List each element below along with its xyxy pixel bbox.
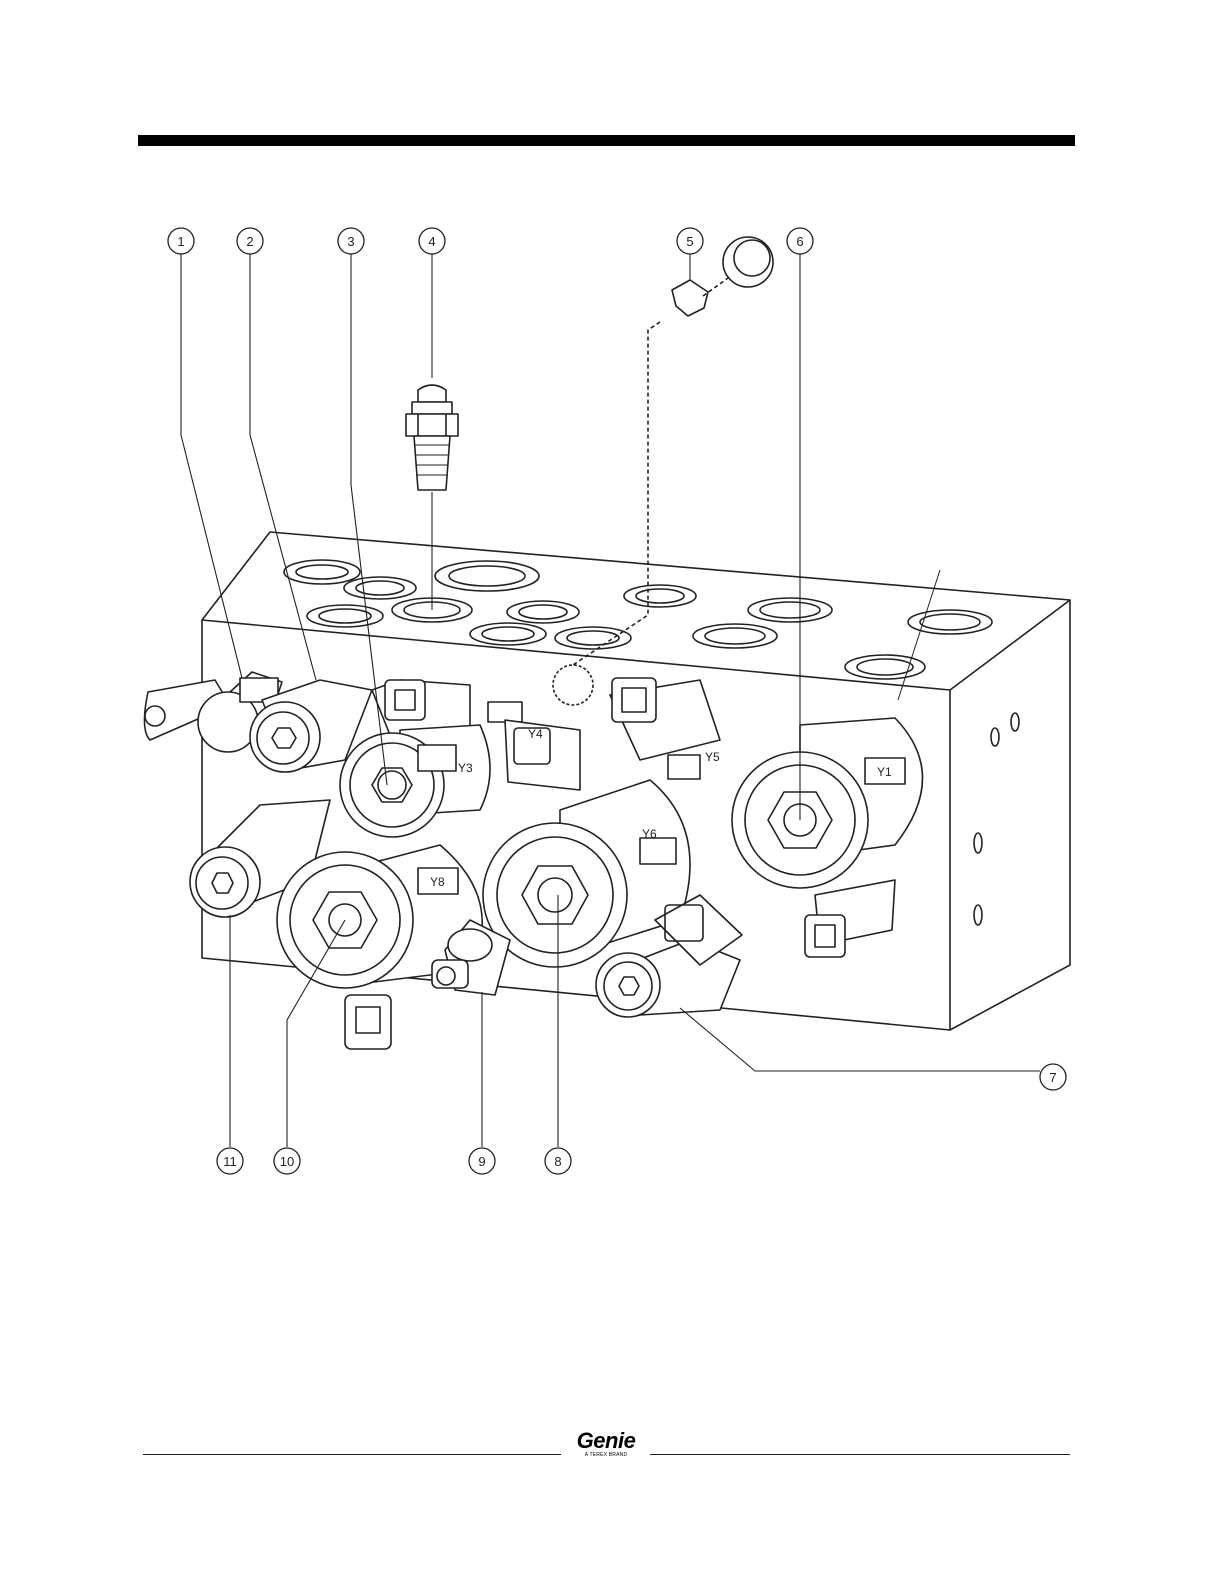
callout-label-11: 11 [223,1154,237,1169]
callout-label-6: 6 [796,234,803,249]
footer-rule-left [143,1454,561,1455]
logo-wordmark: Genie [566,1430,646,1452]
callout-label-1: 1 [177,234,184,249]
fitting-item-4 [406,385,458,490]
callout-label-2: 2 [246,234,253,249]
callout-label-10: 10 [280,1154,294,1169]
callout-label-3: 3 [347,234,354,249]
callout-label-5: 5 [686,234,693,249]
callout-label-8: 8 [554,1154,561,1169]
coil-label-y8: Y8 [430,875,445,889]
coil-label-y6: Y6 [642,827,657,841]
coil-label-y1: Y1 [877,765,892,779]
footer-rule-right [650,1454,1070,1455]
coil-label-y3: Y3 [458,761,473,775]
coil-label-y4: Y4 [528,727,543,741]
callout-label-4: 4 [428,234,435,249]
coil-label-y5: Y5 [705,750,720,764]
callout-label-7: 7 [1049,1070,1056,1085]
callout-label-9: 9 [478,1154,485,1169]
genie-logo: Genie A TEREX BRAND [566,1430,646,1458]
